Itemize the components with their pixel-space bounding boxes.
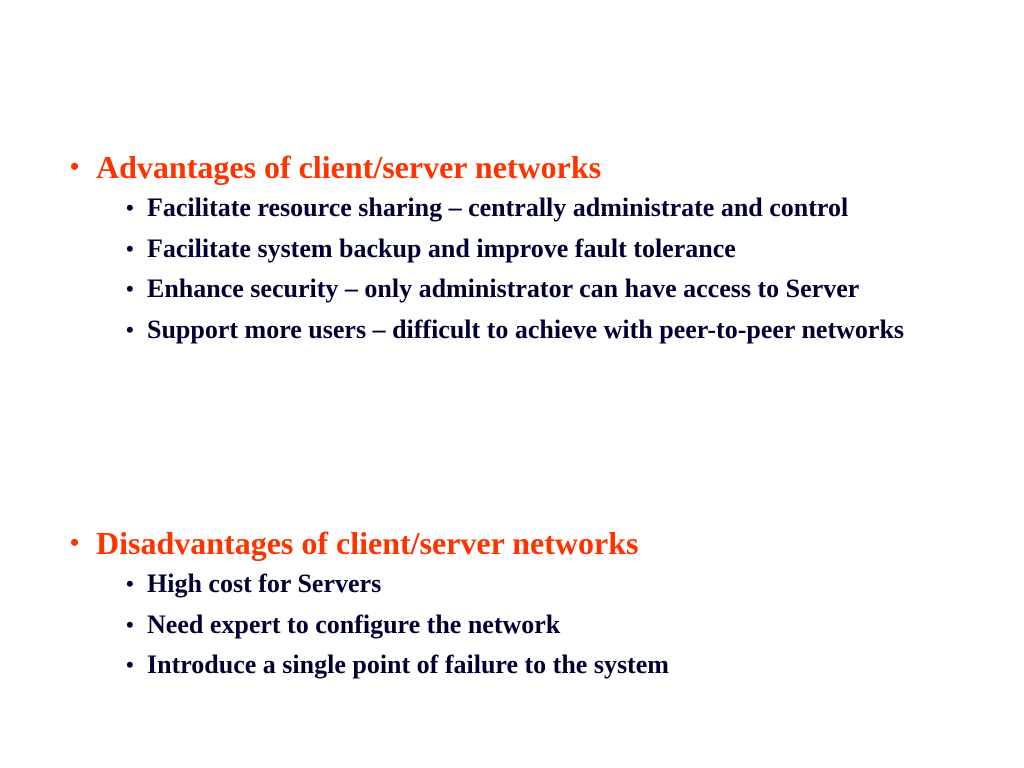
bullet-icon: • [126, 195, 134, 220]
list-item-text: High cost for Servers [147, 569, 382, 598]
advantages-heading: • Advantages of client/server networks [70, 146, 970, 188]
bullet-icon: • [126, 276, 134, 301]
list-item: • High cost for Servers [70, 564, 967, 605]
list-item-text: Enhance security – only administrator ca… [147, 274, 860, 303]
disadvantages-heading: • Disadvantages of client/server network… [70, 522, 970, 564]
bullet-icon: • [126, 652, 134, 677]
bullet-icon: • [70, 152, 80, 181]
bullet-icon: • [126, 611, 134, 637]
bullet-icon: • [126, 316, 134, 342]
disadvantages-section: • Disadvantages of client/server network… [70, 522, 970, 686]
list-item: • Enhance security – only administrator … [70, 269, 967, 310]
list-item: • Support more users – difficult to achi… [70, 310, 967, 351]
list-item-text: Need expert to configure the network [147, 609, 561, 639]
list-item: • Need expert to configure the network [70, 605, 967, 646]
list-item: • Introduce a single point of failure to… [70, 645, 967, 686]
disadvantages-heading-text: Disadvantages of client/server networks [96, 525, 639, 561]
list-item-text: Facilitate system backup and improve fau… [147, 233, 736, 263]
bullet-icon: • [126, 571, 134, 596]
advantages-heading-text: Advantages of client/server networks [96, 149, 602, 185]
list-item-text: Support more users – difficult to achiev… [147, 314, 905, 344]
advantages-list: • Facilitate resource sharing – centrall… [70, 188, 970, 350]
advantages-section: • Advantages of client/server networks •… [70, 146, 970, 350]
bullet-icon: • [70, 528, 80, 557]
list-item: • Facilitate resource sharing – centrall… [70, 188, 967, 229]
bullet-icon: • [126, 235, 134, 261]
list-item: • Facilitate system backup and improve f… [70, 229, 967, 270]
list-item-text: Introduce a single point of failure to t… [147, 650, 669, 679]
list-item-text: Facilitate resource sharing – centrally … [147, 193, 849, 222]
disadvantages-list: • High cost for Servers • Need expert to… [70, 564, 970, 686]
